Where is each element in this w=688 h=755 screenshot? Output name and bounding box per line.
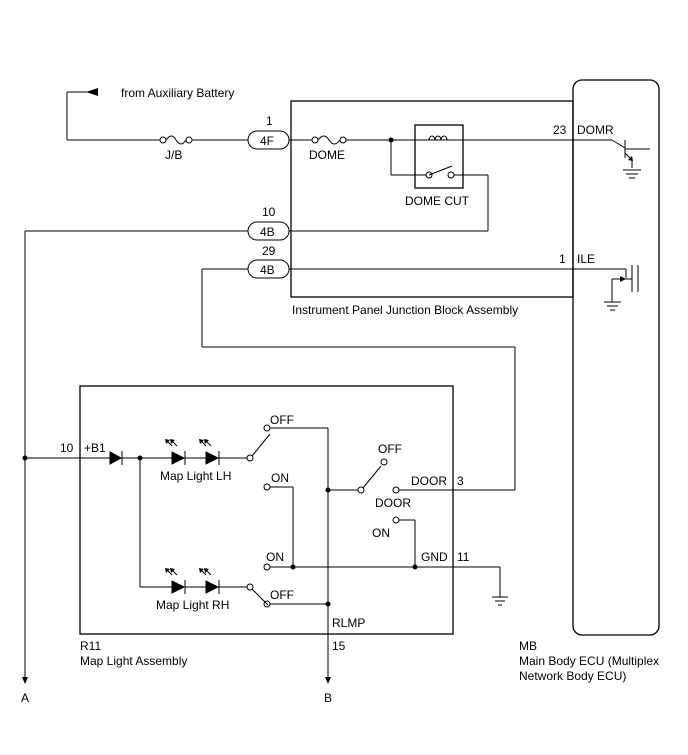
- dome-cut-relay-coil: [428, 135, 448, 141]
- ecu-name-line1: Main Body ECU (Multiplex: [519, 654, 659, 668]
- ecu-pin-23: 23: [553, 123, 567, 137]
- dome-fuse: [311, 135, 347, 145]
- tag-a-arrow: [22, 677, 28, 684]
- on-door-label: ON: [372, 526, 390, 540]
- map-light-lh-label: Map Light LH: [160, 469, 231, 483]
- ecu-pin-1: 1: [559, 252, 566, 266]
- tag-b-arrow: [325, 677, 331, 684]
- gnd-label: GND: [421, 550, 448, 564]
- on-rh-label: ON: [266, 550, 284, 564]
- jb-fuse: [159, 135, 193, 145]
- ile-label: ILE: [577, 252, 595, 266]
- pin-15-label: 15: [332, 639, 346, 653]
- connector-4b-29-label: 4B: [260, 263, 275, 277]
- input-diode: [109, 451, 123, 465]
- aux-battery-feed: [66, 88, 160, 141]
- tag-b-label: B: [324, 691, 332, 705]
- domr-transistor: [573, 139, 650, 179]
- off-rh-label: OFF: [270, 588, 294, 602]
- off-door-label: OFF: [378, 442, 402, 456]
- connector-4b-10-label: 4B: [260, 225, 275, 239]
- map-light-rh-led-1: [165, 568, 186, 594]
- main-body-ecu-box: [572, 79, 660, 636]
- door-pin-label: DOOR: [411, 474, 447, 488]
- b1-label: +B1: [84, 441, 106, 455]
- domr-label: DOMR: [577, 123, 614, 137]
- map-light-assembly-label: Map Light Assembly: [80, 654, 187, 668]
- on-lh-label: ON: [271, 471, 289, 485]
- map-light-rh-led-2: [199, 568, 220, 594]
- dome-cut-label: DOME CUT: [405, 194, 470, 208]
- connector-4b-29-pin: 29: [262, 244, 276, 258]
- ile-fet: [573, 265, 639, 311]
- tag-a-label: A: [21, 691, 29, 705]
- rlmp-label: RLMP: [332, 616, 365, 630]
- map-light-lh-led-1: [165, 439, 186, 465]
- connector-4f-pin: 1: [266, 114, 273, 128]
- dome-label: DOME: [309, 148, 345, 162]
- off-top-label: OFF: [270, 413, 294, 427]
- map-light-assembly-box: [79, 385, 454, 635]
- r11-label: R11: [80, 639, 101, 653]
- connector-4b-10-pin: 10: [262, 205, 276, 219]
- connector-4f-label: 4F: [260, 134, 274, 148]
- from-aux-battery-label: from Auxiliary Battery: [121, 86, 234, 100]
- pin-3-label: 3: [457, 474, 464, 488]
- map-light-lh-led-2: [199, 439, 220, 465]
- jb-label: J/B: [165, 148, 182, 162]
- ground-symbol: [492, 596, 508, 606]
- pin-10-label: 10: [60, 441, 74, 455]
- door-switch-label: DOOR: [375, 496, 411, 510]
- ecu-name-line2: Network Body ECU): [519, 669, 626, 683]
- mb-label: MB: [519, 639, 537, 653]
- ipjb-label: Instrument Panel Junction Block Assembly: [292, 303, 518, 317]
- pin-11-label: 11: [457, 550, 470, 564]
- map-light-rh-label: Map Light RH: [156, 598, 229, 612]
- dome-cut-relay-box: [414, 124, 464, 189]
